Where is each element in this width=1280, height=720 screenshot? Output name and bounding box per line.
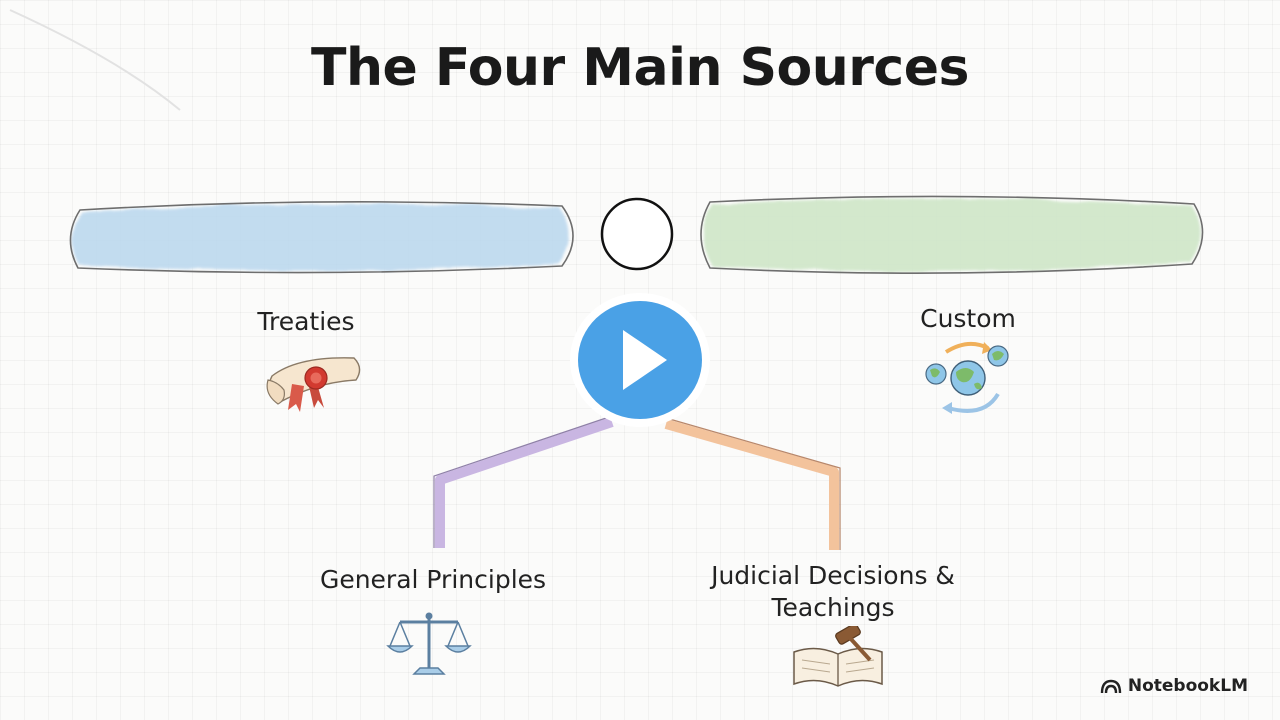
judicial-label-line1: Judicial Decisions &: [711, 561, 955, 590]
treaties-bar: [69, 201, 574, 274]
book-gavel-icon: [793, 626, 883, 687]
play-button[interactable]: [567, 290, 713, 430]
judicial-label: Judicial Decisions & Teachings: [690, 560, 976, 624]
globe-cycle-icon: [925, 341, 1009, 414]
brand-watermark: NotebookLM: [1100, 676, 1248, 696]
general-principles-connector: [433, 415, 614, 548]
scales-icon: [386, 612, 472, 675]
play-icon: [570, 293, 710, 427]
brand-name: NotebookLM: [1127, 676, 1248, 696]
notebooklm-logo-icon: [1100, 679, 1122, 694]
general-principles-label: General Principles: [319, 565, 547, 594]
judicial-label-line2: Teachings: [771, 593, 895, 622]
page-title: The Four Main Sources: [311, 38, 969, 98]
scroll-with-seal-icon: [266, 357, 361, 412]
treaties-label: Treaties: [257, 307, 355, 336]
judicial-connector: [664, 417, 841, 550]
corner-stroke: [9, 9, 181, 111]
custom-label: Custom: [920, 304, 1016, 333]
center-node: [600, 197, 674, 271]
custom-bar: [700, 195, 1204, 274]
